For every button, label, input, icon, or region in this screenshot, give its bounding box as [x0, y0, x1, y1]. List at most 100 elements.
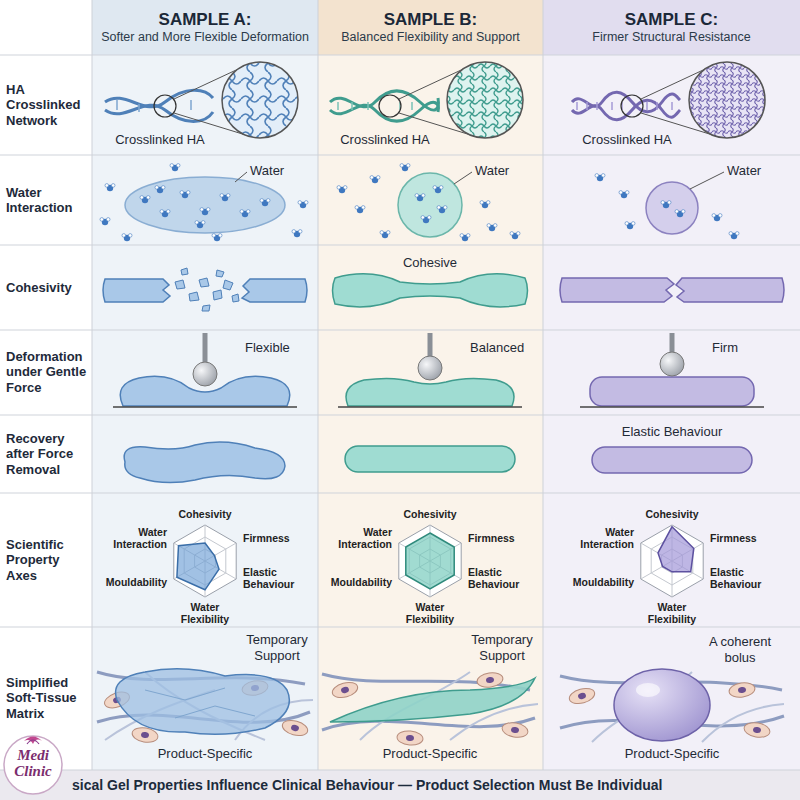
- sample-b-illustration-part: [338, 406, 522, 408]
- sample-header: SAMPLE B:Balanced Flexibility and Suppor…: [318, 0, 543, 55]
- sample-a-illustration-part-part: [175, 280, 185, 289]
- sample-a-illustration-part: [103, 279, 170, 302]
- label-box: Simplified Soft-Tissue Matrix: [6, 675, 90, 722]
- logo-part: [4, 736, 62, 794]
- sample-b-illustration-part: [460, 234, 470, 242]
- label-box: Product-Specific: [365, 746, 495, 762]
- sample-a-illustration-part: [240, 210, 250, 218]
- label-box: Elastic Behaviour: [602, 424, 742, 440]
- sample-a-illustration-part: [212, 234, 222, 242]
- sample-b-illustration-part: [370, 176, 380, 184]
- label-box: Temporary Support: [464, 632, 540, 663]
- label-box: HA Crosslinked Network: [6, 82, 90, 129]
- sample-b-illustration-part: [331, 680, 360, 700]
- sample-b-illustration-part-part: [406, 533, 454, 589]
- sample-b-illustration-part: [345, 446, 515, 472]
- sample-b-illustration-part: [333, 274, 528, 307]
- sample-a-illustration-part-part: [174, 525, 236, 597]
- water-label: Water: [475, 163, 525, 179]
- label-box: Firmness: [243, 532, 305, 544]
- caption: sical Gel Properties Influence Clinical …: [72, 777, 794, 794]
- label-box: Cohesivity: [165, 508, 245, 520]
- sample-c-illustration-part: [619, 191, 629, 199]
- sample-header: SAMPLE C:Firmer Structural Resistance: [543, 0, 800, 55]
- label-box: Mouldability: [322, 576, 392, 588]
- axis-label: Water Flexibility: [400, 601, 460, 625]
- sample-a-illustration-part: [116, 669, 290, 734]
- sample-b-illustration-part: [433, 186, 443, 194]
- backgrounds-part: [318, 0, 543, 770]
- sample-title: SAMPLE A:: [97, 10, 313, 30]
- sample-a-illustration-part: [220, 194, 230, 202]
- sample-a-illustration-part-part: [223, 280, 233, 290]
- sample-a-illustration-part: [122, 234, 132, 242]
- sample-c-illustration-part: [675, 210, 685, 218]
- sample-a-illustration-part: [100, 218, 110, 226]
- label-box: Water: [727, 163, 777, 179]
- sample-a-illustration-part: [260, 199, 270, 207]
- sample-a-illustration-part: [170, 164, 180, 172]
- sample-b-illustration-part: [346, 378, 514, 406]
- network-label: Crosslinked HA: [571, 132, 683, 148]
- label-box: Water: [250, 163, 300, 179]
- label-box: Crosslinked HA: [104, 132, 216, 148]
- axis-label: Cohesivity: [390, 508, 470, 520]
- sample-a-illustration-part-part: [199, 278, 209, 287]
- sample-c-illustration-part: [690, 172, 724, 189]
- backgrounds-part: [92, 0, 318, 55]
- sample-a-illustration-part: [155, 186, 165, 194]
- sample-a-illustration-part-part: [202, 305, 210, 311]
- label-box: Flexible: [245, 340, 325, 356]
- water-label: Water: [250, 163, 300, 179]
- sample-c-illustration-part: [590, 377, 754, 406]
- elastic-label: Elastic Behaviour: [602, 424, 742, 440]
- label-box: Medi Clinic: [5, 748, 61, 780]
- label-box: Cohesivity: [632, 508, 712, 520]
- sample-a-illustration-part: [140, 196, 150, 204]
- sample-b-illustration-part: [418, 356, 442, 380]
- sample-b-illustration-part: [400, 164, 410, 172]
- label-box: Elastic Behaviour: [710, 566, 766, 590]
- row-label: Deformation under Gentle Force: [6, 349, 90, 396]
- sample-c-illustration-part: [625, 222, 635, 230]
- sample-a-illustration-part: [175, 268, 239, 311]
- backgrounds-part: [0, 55, 800, 770]
- sample-a-illustration-part: [105, 105, 213, 121]
- axis-label: Water Interaction: [330, 526, 392, 550]
- sample-a-illustration-part: [298, 201, 308, 209]
- row-label: Cohesivity: [6, 280, 90, 296]
- logo-part: [24, 737, 42, 745]
- sample-c-illustration-part: [621, 95, 643, 117]
- sample-c-illustration-part: [580, 406, 764, 408]
- sample-a-illustration-part: [124, 442, 285, 482]
- sample-a-illustration-part: [180, 191, 190, 199]
- network-label: Crosslinked HA: [104, 132, 216, 148]
- cohesive-label: Cohesive: [385, 255, 475, 271]
- matrix-note: Temporary Support: [239, 632, 315, 663]
- label-box: Mouldability: [97, 576, 167, 588]
- axis-label: Mouldability: [564, 576, 634, 588]
- row-label: HA Crosslinked Network: [6, 82, 90, 129]
- sample-c-illustration-part: [743, 721, 771, 739]
- label-box: Cohesivity: [390, 508, 470, 520]
- sample-b-illustration-part: [421, 216, 431, 224]
- sample-header: SAMPLE A:Softer and More Flexible Deform…: [92, 0, 318, 55]
- sample-b-illustration-part: [487, 224, 497, 232]
- row-label: Scientific Property Axes: [6, 537, 90, 584]
- sample-c-illustration-part: [729, 232, 739, 240]
- sample-a-illustration-part: [113, 406, 297, 408]
- label-box: Water Flexibility: [175, 601, 235, 625]
- logo: [4, 736, 62, 794]
- sample-subtitle: Firmer Structural Resistance: [548, 30, 795, 45]
- label-box: Crosslinked HA: [571, 132, 683, 148]
- axis-label: Firmness: [243, 532, 305, 544]
- sample-a-illustration-part-part: [181, 268, 188, 275]
- sample-c-illustration-part: [577, 102, 672, 110]
- sample-c-illustration-part: [646, 182, 698, 234]
- sample-b-illustration-part: [415, 194, 425, 202]
- sample-b-illustration-part: [447, 62, 523, 138]
- row-label: Recovery after Force Removal: [6, 431, 90, 478]
- sample-a-illustration-part-part: [216, 270, 224, 277]
- sample-c-illustration-part: [661, 201, 671, 209]
- caption-box: sical Gel Properties Influence Clinical …: [72, 777, 794, 794]
